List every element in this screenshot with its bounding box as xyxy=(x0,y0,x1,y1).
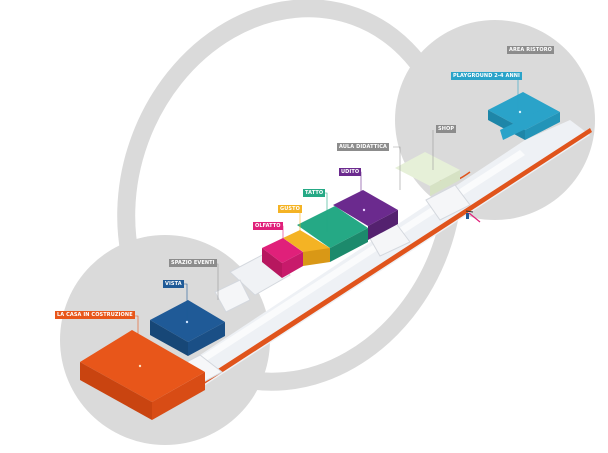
room-playground[interactable] xyxy=(488,92,560,140)
label-vista[interactable]: VISTA xyxy=(163,280,184,288)
rooms xyxy=(80,92,560,420)
room-olfatto[interactable] xyxy=(262,238,303,278)
room-vista[interactable] xyxy=(150,300,225,356)
room-udito[interactable] xyxy=(333,190,398,240)
label-olfatto[interactable]: OLFATTO xyxy=(253,222,283,230)
room-shop[interactable] xyxy=(395,152,460,196)
label-udito[interactable]: UDITO xyxy=(339,168,362,176)
label-area-ristoro[interactable]: AREA RISTORO xyxy=(507,46,555,54)
room-tatto[interactable] xyxy=(297,206,368,262)
room-casa-in-costruzione[interactable] xyxy=(80,330,205,420)
label-shop[interactable]: SHOP xyxy=(436,125,457,133)
label-gusto[interactable]: GUSTO xyxy=(278,205,302,213)
label-casa-in-costruzione[interactable]: LA CASA IN COSTRUZIONE xyxy=(55,311,135,319)
label-spazio-eventi[interactable]: SPAZIO EVENTI xyxy=(169,259,217,267)
label-tatto[interactable]: TATTO xyxy=(303,189,326,197)
entrance-icon xyxy=(465,210,481,223)
label-playground[interactable]: PLAYGROUND 2-4 ANNI xyxy=(451,72,522,80)
room-gusto[interactable] xyxy=(283,230,330,266)
label-aula-didattica[interactable]: AULA DIDATTICA xyxy=(337,143,389,151)
